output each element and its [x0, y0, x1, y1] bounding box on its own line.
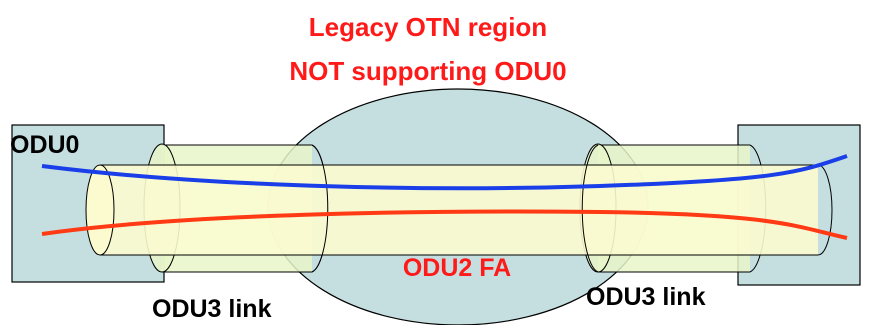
region-title-line1: Legacy OTN region — [309, 12, 547, 42]
odu2-fa-label: ODU2 FA — [403, 254, 511, 282]
odu0-red-path — [41, 209, 848, 240]
odu0-blue-path — [41, 154, 848, 191]
odu3-link-right-label: ODU3 link — [586, 283, 706, 311]
region-title-line2: NOT supporting ODU0 — [289, 56, 566, 86]
odu3-right-front-arc — [581, 144, 599, 273]
odu3-left-front-arc — [311, 144, 329, 273]
odu0-label: ODU0 — [10, 131, 79, 159]
odu3-link-left-label: ODU3 link — [152, 295, 272, 323]
